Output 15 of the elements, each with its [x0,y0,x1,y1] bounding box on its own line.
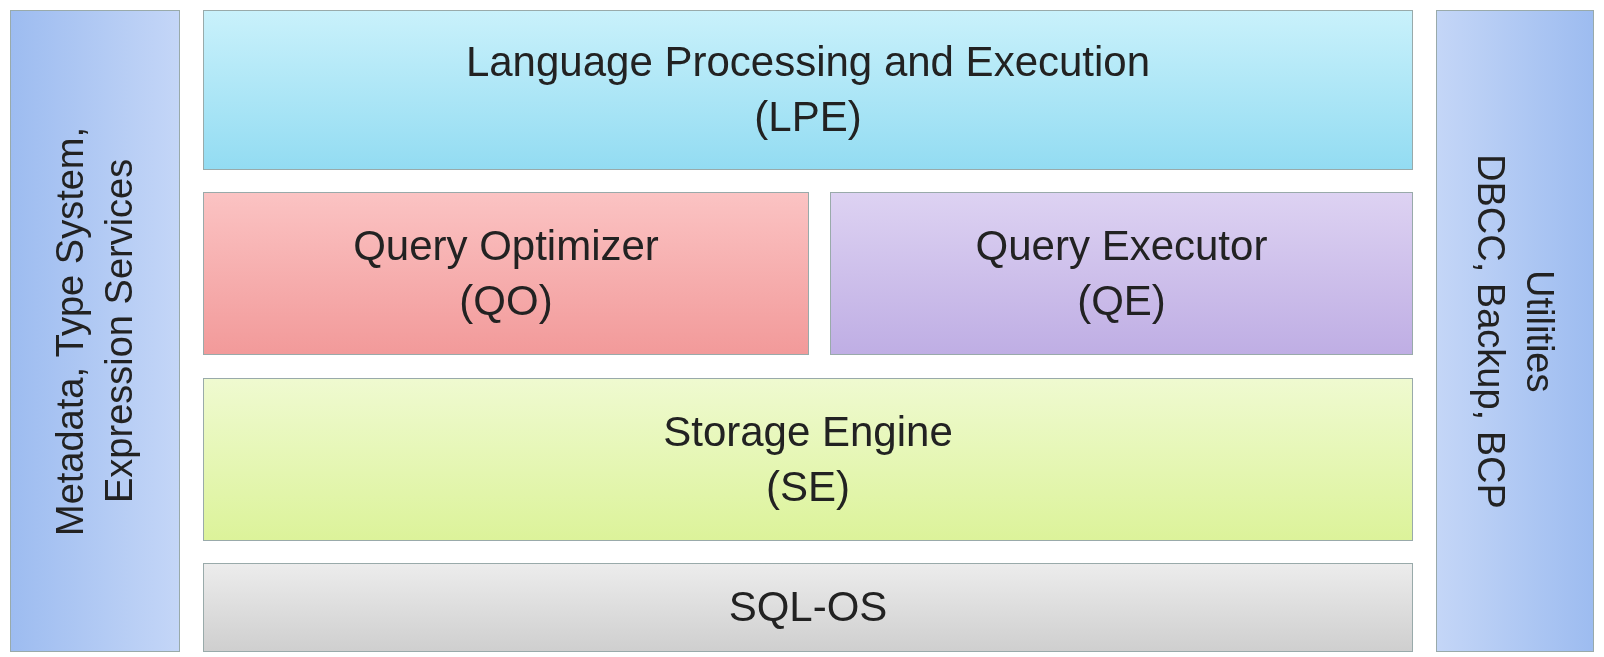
layer-label: Language Processing and Execution (LPE) [464,37,1152,142]
layer-label: Metadata, Type System, Expression Services [47,125,141,538]
layer-box [830,192,1413,355]
layer-box [203,192,809,355]
layer-label: Query Executor (QE) [974,220,1269,326]
layer-label: DBCC, Backup, BCP [1469,153,1513,509]
layer-label: Query Optimizer (QO) [352,220,660,326]
layer-label: Utilities [1518,269,1563,393]
layer-box [203,563,1413,652]
side-panel [10,10,180,652]
layer-label: SQL-OS [728,582,888,633]
layer-label: Storage Engine (SE) [662,406,954,512]
side-panel [1436,10,1594,652]
layer-box [203,378,1413,541]
layer-box [203,10,1413,170]
